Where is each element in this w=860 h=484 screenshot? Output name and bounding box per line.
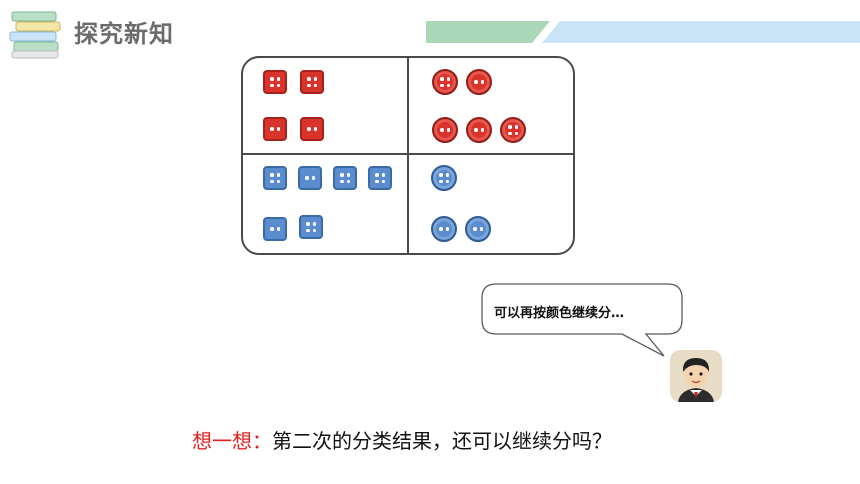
- blue-square-button: [333, 166, 357, 190]
- blue-square-button: [368, 166, 392, 190]
- boy-avatar-icon: [670, 350, 722, 402]
- blue-square-button: [263, 217, 287, 241]
- blue-round-button: [431, 216, 457, 242]
- red-round-button: [500, 117, 526, 143]
- red-round-button: [466, 69, 492, 95]
- prompt-line: 想一想：第二次的分类结果，还可以继续分吗？: [192, 425, 612, 454]
- blue-square-button: [299, 215, 323, 239]
- red-square-button: [300, 117, 324, 141]
- page-title: 探究新知: [74, 20, 174, 48]
- prompt-question: 第二次的分类结果，还可以继续分吗？: [272, 429, 612, 453]
- prompt-label: 想一想：: [192, 429, 272, 453]
- red-square-button: [300, 70, 324, 94]
- red-round-button: [466, 117, 492, 143]
- blue-square-button: [263, 166, 287, 190]
- blue-round-button: [431, 165, 457, 191]
- vertical-divider: [407, 57, 409, 254]
- blue-round-button: [465, 216, 491, 242]
- blue-square-button: [298, 166, 322, 190]
- header-decor-band: [426, 21, 860, 43]
- red-round-button: [432, 69, 458, 95]
- red-square-button: [263, 70, 287, 94]
- speech-bubble-text: 可以再按颜色继续分…: [494, 306, 625, 321]
- red-round-button: [432, 117, 458, 143]
- books-icon: [9, 11, 61, 59]
- red-square-button: [263, 117, 287, 141]
- horizontal-divider: [242, 153, 574, 155]
